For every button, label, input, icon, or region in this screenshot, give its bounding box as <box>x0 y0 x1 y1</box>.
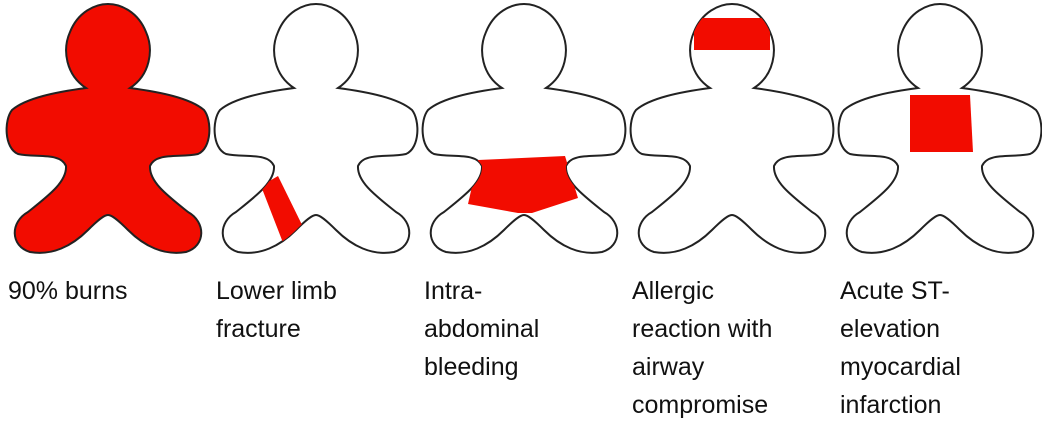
caption-burns: 90% burns <box>8 272 208 310</box>
caption-allergic-reaction: Allergic reaction with airway compromise <box>632 272 832 424</box>
body-outline-icon <box>0 0 208 262</box>
body-outline-icon <box>416 0 624 262</box>
caption-lower-limb-fracture: Lower limb fracture <box>216 272 416 348</box>
body-outline-icon <box>832 0 1040 262</box>
body-outline-icon <box>624 0 832 262</box>
caption-intra-abdominal-bleeding: Intra- abdominal bleeding <box>424 272 624 386</box>
highlight-chest <box>910 95 973 152</box>
panel-stemi: Acute ST- elevation myocardial infarctio… <box>832 0 1040 424</box>
panel-intra-abdominal-bleeding: Intra- abdominal bleeding <box>416 0 624 424</box>
panel-allergic-reaction: Allergic reaction with airway compromise <box>624 0 832 424</box>
body-outline <box>423 4 626 253</box>
body-outline <box>215 4 418 253</box>
caption-stemi: Acute ST- elevation myocardial infarctio… <box>840 272 1040 424</box>
body-outline-icon <box>208 0 416 262</box>
panel-burns: 90% burns <box>0 0 208 424</box>
panel-lower-limb-fracture: Lower limb fracture <box>208 0 416 424</box>
highlight-head-band <box>694 18 770 50</box>
body-outline <box>7 4 210 253</box>
